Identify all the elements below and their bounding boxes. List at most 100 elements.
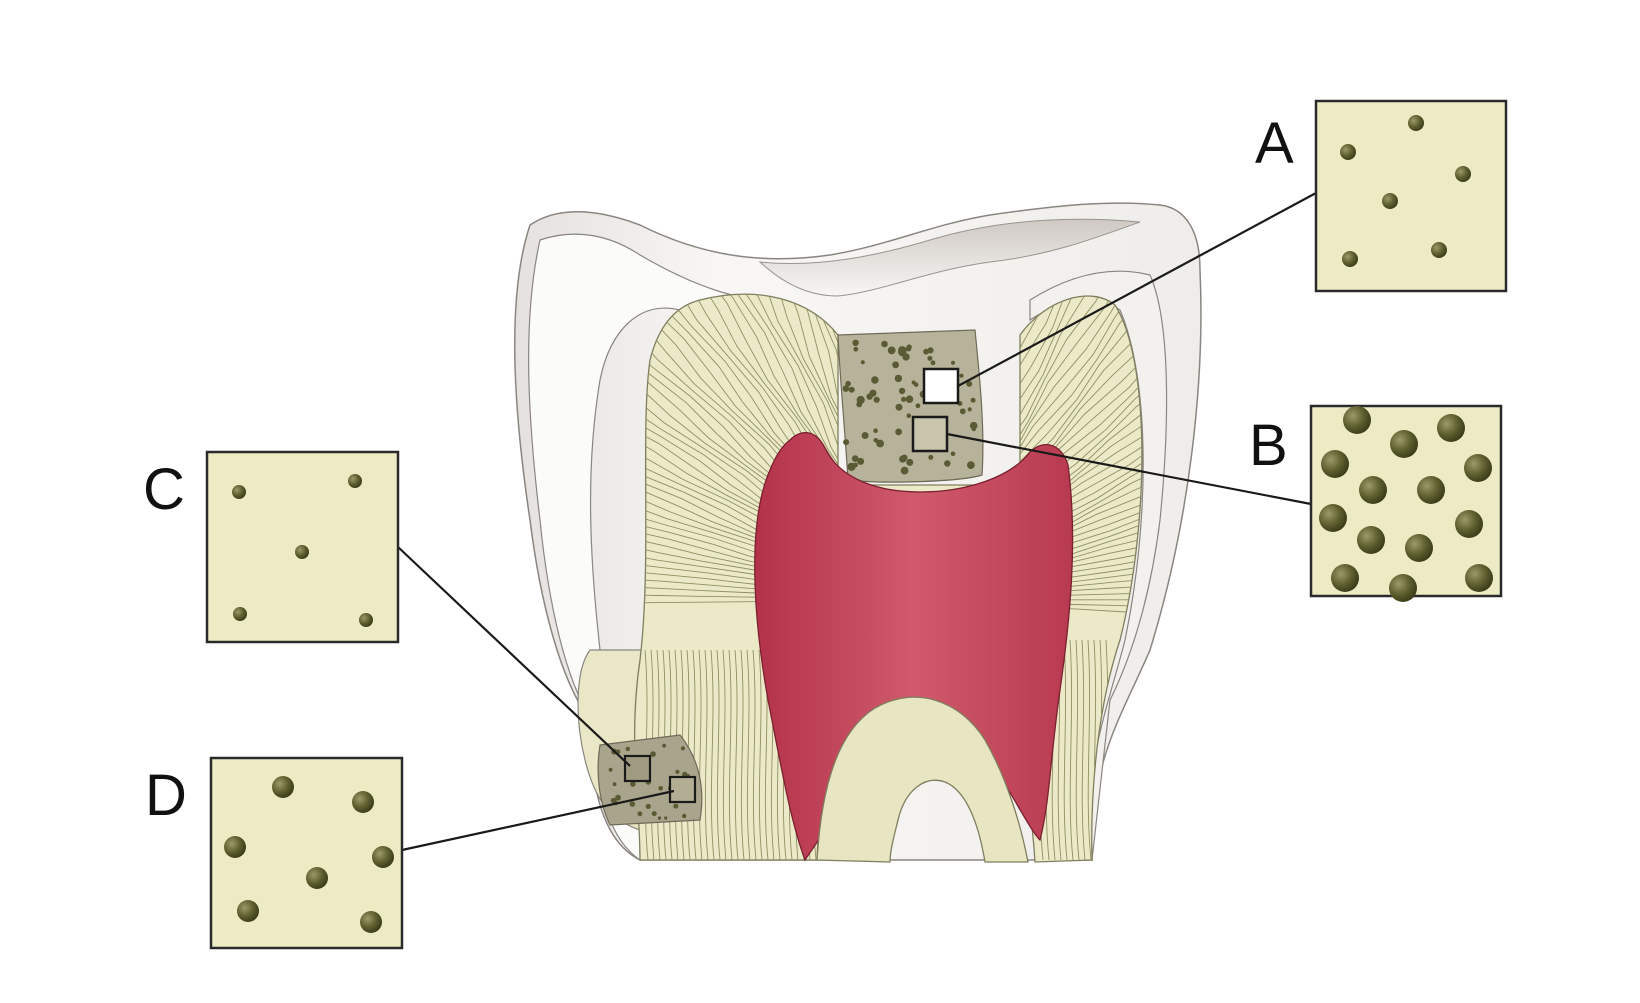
tubule-dot — [1359, 476, 1387, 504]
tubule-dot — [1405, 534, 1433, 562]
lesion-dot — [888, 347, 896, 355]
lesion-dot — [613, 782, 617, 786]
lesion-dot — [870, 390, 877, 397]
lesion-dot — [923, 349, 929, 355]
lesion-dot — [972, 427, 977, 432]
lesion-dot — [852, 340, 858, 346]
lesion-dot — [874, 397, 880, 403]
lesion-dot — [861, 360, 865, 364]
tubule-dot — [1390, 430, 1418, 458]
tubule-dot — [295, 545, 309, 559]
lesion-dot — [895, 429, 902, 436]
lesion-dot — [650, 751, 656, 757]
tubule-dot — [1431, 242, 1447, 258]
tubule-dot — [359, 613, 373, 627]
tubule-dot — [1357, 526, 1385, 554]
lesion-dot — [652, 811, 657, 816]
label-c: C — [143, 457, 185, 522]
marker-c — [625, 756, 650, 781]
tubule-dot — [224, 836, 246, 858]
lesion-dot — [912, 381, 916, 385]
lesion-dot — [843, 439, 849, 445]
tubule-dot — [1343, 406, 1371, 434]
inset-c: C — [143, 452, 398, 642]
lesion-dot — [898, 346, 906, 354]
lesion-dot — [673, 804, 678, 809]
inset-a: A — [1255, 101, 1506, 291]
tubule-dot — [1408, 115, 1424, 131]
lesion-dot — [927, 356, 932, 361]
tubule-dot — [306, 867, 328, 889]
label-a: A — [1255, 111, 1294, 176]
tubule-dot — [1389, 574, 1417, 602]
lesion-dot — [862, 432, 869, 439]
tubule-dot — [1464, 454, 1492, 482]
lesion-dot — [960, 408, 966, 414]
tubule-dot — [1417, 476, 1445, 504]
tubule-dot — [237, 900, 259, 922]
tubule-dot — [1465, 564, 1493, 592]
tubule-dot — [1319, 504, 1347, 532]
lesion-dot — [899, 388, 905, 394]
lesion-dot — [843, 385, 850, 392]
lesion-dot — [658, 786, 663, 791]
lesion-dot — [662, 744, 666, 748]
lesion-dot — [609, 768, 613, 772]
lesion-dot — [664, 816, 667, 819]
lesion-dot — [892, 361, 899, 368]
lesion-dot — [853, 463, 858, 468]
lesion-dot — [638, 811, 643, 816]
inset-b: B — [1249, 406, 1501, 602]
lesion-dot — [951, 452, 956, 457]
lesion-dot — [682, 814, 686, 818]
tubule-dot — [1331, 564, 1359, 592]
tubule-dot — [1340, 144, 1356, 160]
tubule-dot — [1321, 450, 1349, 478]
lesion-dot — [626, 747, 630, 751]
tubule-dot — [232, 485, 246, 499]
tubule-dot — [352, 791, 374, 813]
lesion-dot — [856, 402, 862, 408]
lesion-dot — [881, 341, 888, 348]
tubule-dot — [360, 911, 382, 933]
lesion-dot — [971, 398, 976, 403]
marker-a — [924, 369, 958, 403]
tubule-dot — [272, 776, 294, 798]
marker-b — [913, 417, 947, 451]
marker-d — [670, 777, 695, 802]
lesion-dot — [871, 376, 878, 383]
lesion-dot — [896, 404, 903, 411]
lesion-dot — [928, 455, 933, 460]
lesion-dot — [907, 413, 912, 418]
lesion-dot — [873, 428, 878, 433]
label-d: D — [145, 763, 187, 828]
lesion-dot — [646, 804, 651, 809]
lesion-dot — [951, 361, 955, 365]
lesion-dot — [906, 346, 912, 352]
tubule-dot — [1455, 166, 1471, 182]
lesion-dot — [849, 387, 855, 393]
inset-d: D — [145, 758, 402, 948]
lesion-dot — [895, 375, 902, 382]
lesion-dot — [630, 801, 636, 807]
lesion-dot — [906, 395, 914, 403]
tubule-dot — [372, 846, 394, 868]
lesion-dot — [968, 407, 972, 411]
lesion-dot — [967, 461, 975, 469]
lesion-dot — [681, 746, 685, 750]
lesion-dot — [901, 397, 906, 402]
lesion-dot — [675, 770, 679, 774]
lesion-dot — [901, 467, 909, 475]
tubule-dot — [348, 474, 362, 488]
tubule-dot — [1437, 414, 1465, 442]
lesion-dot — [944, 460, 950, 466]
lesion-dot — [658, 816, 661, 819]
lesion-dot — [899, 456, 906, 463]
lesion-dot — [876, 440, 884, 448]
tubule-dot — [1382, 193, 1398, 209]
tooth — [438, 107, 1382, 863]
lesion-dot — [906, 459, 913, 466]
lesion-dot — [959, 374, 963, 378]
